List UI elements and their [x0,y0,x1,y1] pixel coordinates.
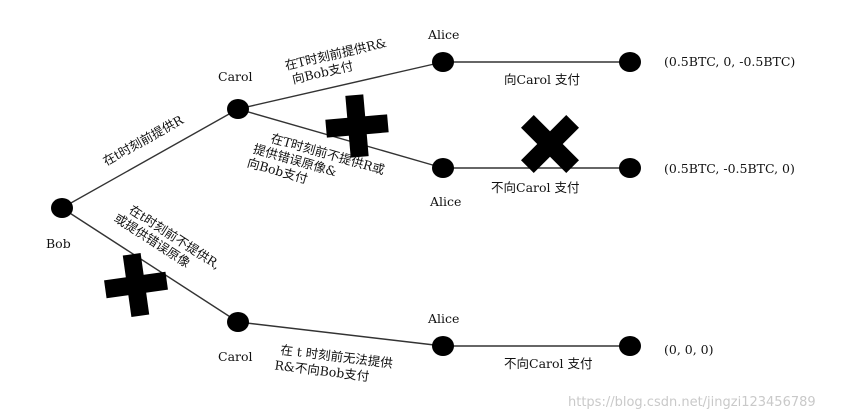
edge-label-carol-alice-3: 在 t 时刻前无法提供 R&不向Bob支付 [274,342,394,384]
label-bob: Bob [46,236,71,251]
edge-bob-carol-top [61,108,239,209]
node-carol-top [227,99,249,119]
node-end-2 [619,158,641,178]
node-labels: Bob Carol Carol Alice Alice Alice [46,27,461,364]
label-alice-2: Alice [429,194,461,209]
node-bob [51,198,73,218]
watermark: https://blog.csdn.net/jingzi123456789 [568,395,816,410]
edge-label-alice2-end: 不向Carol 支付 [491,180,580,195]
edge-labels: 在t时刻前提供R 在t时刻前不提供R, 或提供错误原像 在T时刻前提供R& 向B… [100,35,593,384]
node-end-3 [619,336,641,356]
node-carol-bottom [227,312,249,332]
label-alice-3: Alice [427,311,459,326]
node-alice-3 [432,336,454,356]
nodes [51,52,641,356]
label-carol-bottom: Carol [218,349,253,364]
node-end-1 [619,52,641,72]
edge-label-alice3-end: 不向Carol 支付 [504,356,593,371]
cross-icon [325,94,389,158]
payoffs: (0.5BTC, 0, -0.5BTC) (0.5BTC, -0.5BTC, 0… [664,54,795,357]
payoff-1: (0.5BTC, 0, -0.5BTC) [664,54,795,69]
node-alice-2 [432,158,454,178]
node-alice-1 [432,52,454,72]
edge-carol-alice-3 [237,321,444,347]
edge-label-alice1-end: 向Carol 支付 [504,72,580,87]
edge-label-bob-carol-top: 在t时刻前提供R [100,112,186,169]
payoff-2: (0.5BTC, -0.5BTC, 0) [664,161,795,176]
label-carol-top: Carol [218,69,253,84]
cross-marks [104,94,579,317]
cross-icon [104,253,168,317]
edge-bob-carol-bottom [61,207,239,323]
edge-carol-alice-1 [237,61,444,110]
cross-icon [521,115,579,173]
edge-label-carol-alice-1: 在T时刻前提供R& 向Bob支付 [283,35,388,87]
edge-carol-alice-2 [237,108,444,169]
label-alice-1: Alice [427,27,459,42]
edges [61,61,630,347]
payoff-3: (0, 0, 0) [664,342,714,357]
